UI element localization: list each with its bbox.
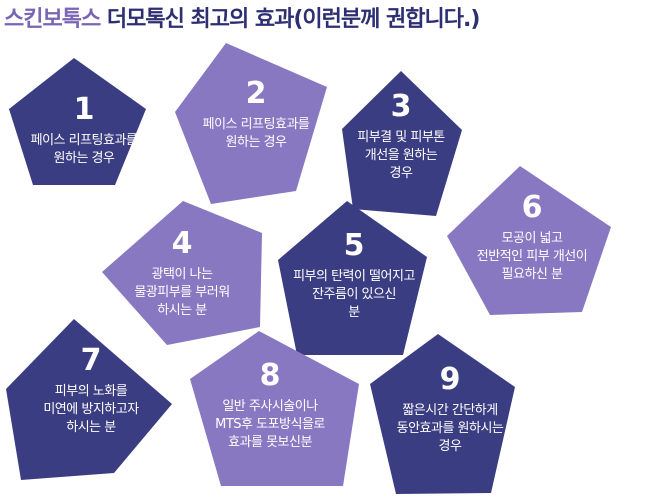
card-line: 짧은시간 간단하게	[402, 403, 498, 418]
card-number: 9	[439, 362, 461, 397]
pentagon-1	[9, 58, 146, 185]
card-line: 물광피부를 부러워	[134, 285, 230, 300]
card-line: 하시는 분	[157, 303, 207, 318]
card-line: 페이스 리프팅효과를	[202, 117, 310, 132]
pentagon-2	[175, 43, 327, 204]
page-title: 스킨보톡스 더모톡신 최고의 효과(이런분께 권합니다.)	[4, 6, 481, 34]
card-number: 6	[521, 190, 543, 225]
pentagon-3	[342, 71, 462, 216]
card-line: 모공이 넓고	[501, 231, 563, 246]
card-line: 동안효과를 원하시는	[396, 421, 504, 436]
pentagon-5	[278, 201, 427, 355]
card-line: 경우	[389, 166, 413, 181]
pentagon-4	[102, 201, 262, 345]
card-line: 일반 주사시술이나	[222, 399, 318, 414]
card-2: 2 페이스 리프팅효과를 원하는 경우	[181, 76, 331, 200]
card-line: 미연에 방지하고자	[43, 402, 139, 417]
card-line: 광택이 나는	[151, 267, 213, 282]
card-line: 효과를 못보신분	[228, 435, 312, 450]
pentagon-9	[370, 334, 515, 494]
title-rest: 더모톡신 최고의 효과(이런분께 권합니다.)	[100, 7, 481, 32]
card-line: 필요하신 분	[501, 267, 563, 282]
card-line: MTS후 도포방식을로	[215, 417, 325, 432]
card-4: 4 광택이 나는 물광피부를 부러워 하시는 분	[107, 226, 257, 350]
card-line: 잔주름이 있으신	[312, 287, 396, 302]
card-number: 5	[343, 228, 365, 263]
pentagon-8	[190, 331, 359, 486]
card-number: 4	[171, 226, 193, 261]
card-5: 5 피부의 탄력이 떨어지고 잔주름이 있으신 분	[279, 228, 429, 352]
card-line: 피부의 탄력이 떨어지고	[293, 269, 415, 284]
card-number: 8	[259, 358, 281, 393]
card-line: 피부결 및 피부톤	[357, 130, 445, 145]
card-line: 분	[348, 305, 360, 320]
title-lead: 스킨보톡스	[4, 7, 101, 32]
card-7: 7 피부의 노화를 미연에 방지하고자 하시는 분	[16, 343, 166, 467]
card-line: 하시는 분	[66, 420, 116, 435]
pentagon-7	[6, 319, 172, 480]
pentagon-6	[447, 166, 611, 315]
card-line: 페이스 리프팅효과를	[30, 133, 138, 148]
card-line: 피부의 노화를	[54, 384, 128, 399]
card-number: 3	[390, 89, 412, 124]
card-line: 원하는 경우	[53, 151, 115, 166]
card-9: 9 짧은시간 간단하게 동안효과를 원하시는 경우	[375, 362, 525, 486]
card-number: 1	[73, 92, 95, 127]
card-8: 8 일반 주사시술이나 MTS후 도포방식을로 효과를 못보신분	[195, 358, 345, 482]
card-1: 1 페이스 리프팅효과를 원하는 경우	[9, 92, 159, 216]
card-line: 경우	[438, 439, 462, 454]
card-line: 원하는 경우	[225, 135, 287, 150]
card-line: 개선을 원하는	[364, 148, 438, 163]
card-6: 6 모공이 넓고 전반적인 피부 개선이 필요하신 분	[457, 190, 607, 314]
card-number: 2	[245, 76, 267, 111]
card-line: 전반적인 피부 개선이	[476, 249, 588, 264]
card-number: 7	[80, 343, 102, 378]
card-3: 3 피부결 및 피부톤 개선을 원하는 경우	[326, 89, 476, 213]
